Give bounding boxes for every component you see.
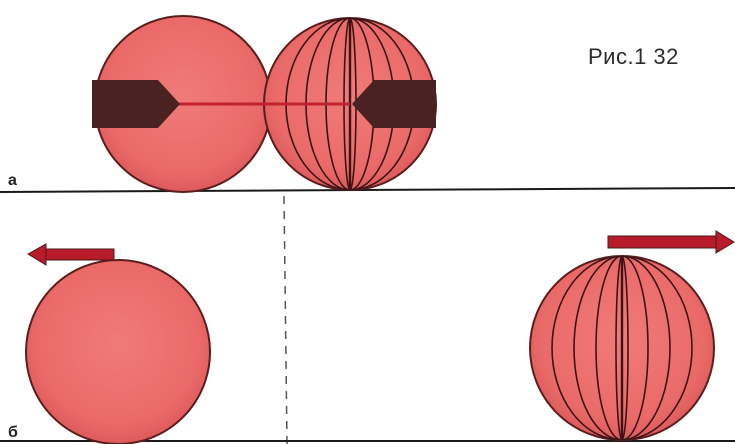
figure-caption: Рис.1 32 [588, 44, 679, 70]
velocity-arrow-right [608, 231, 734, 253]
panel-label-b: б [8, 424, 18, 442]
plain-ball-b [26, 260, 210, 444]
striped-ball-b [530, 256, 714, 440]
panel-label-a: а [8, 172, 17, 190]
dashed-reference-line [284, 196, 287, 444]
